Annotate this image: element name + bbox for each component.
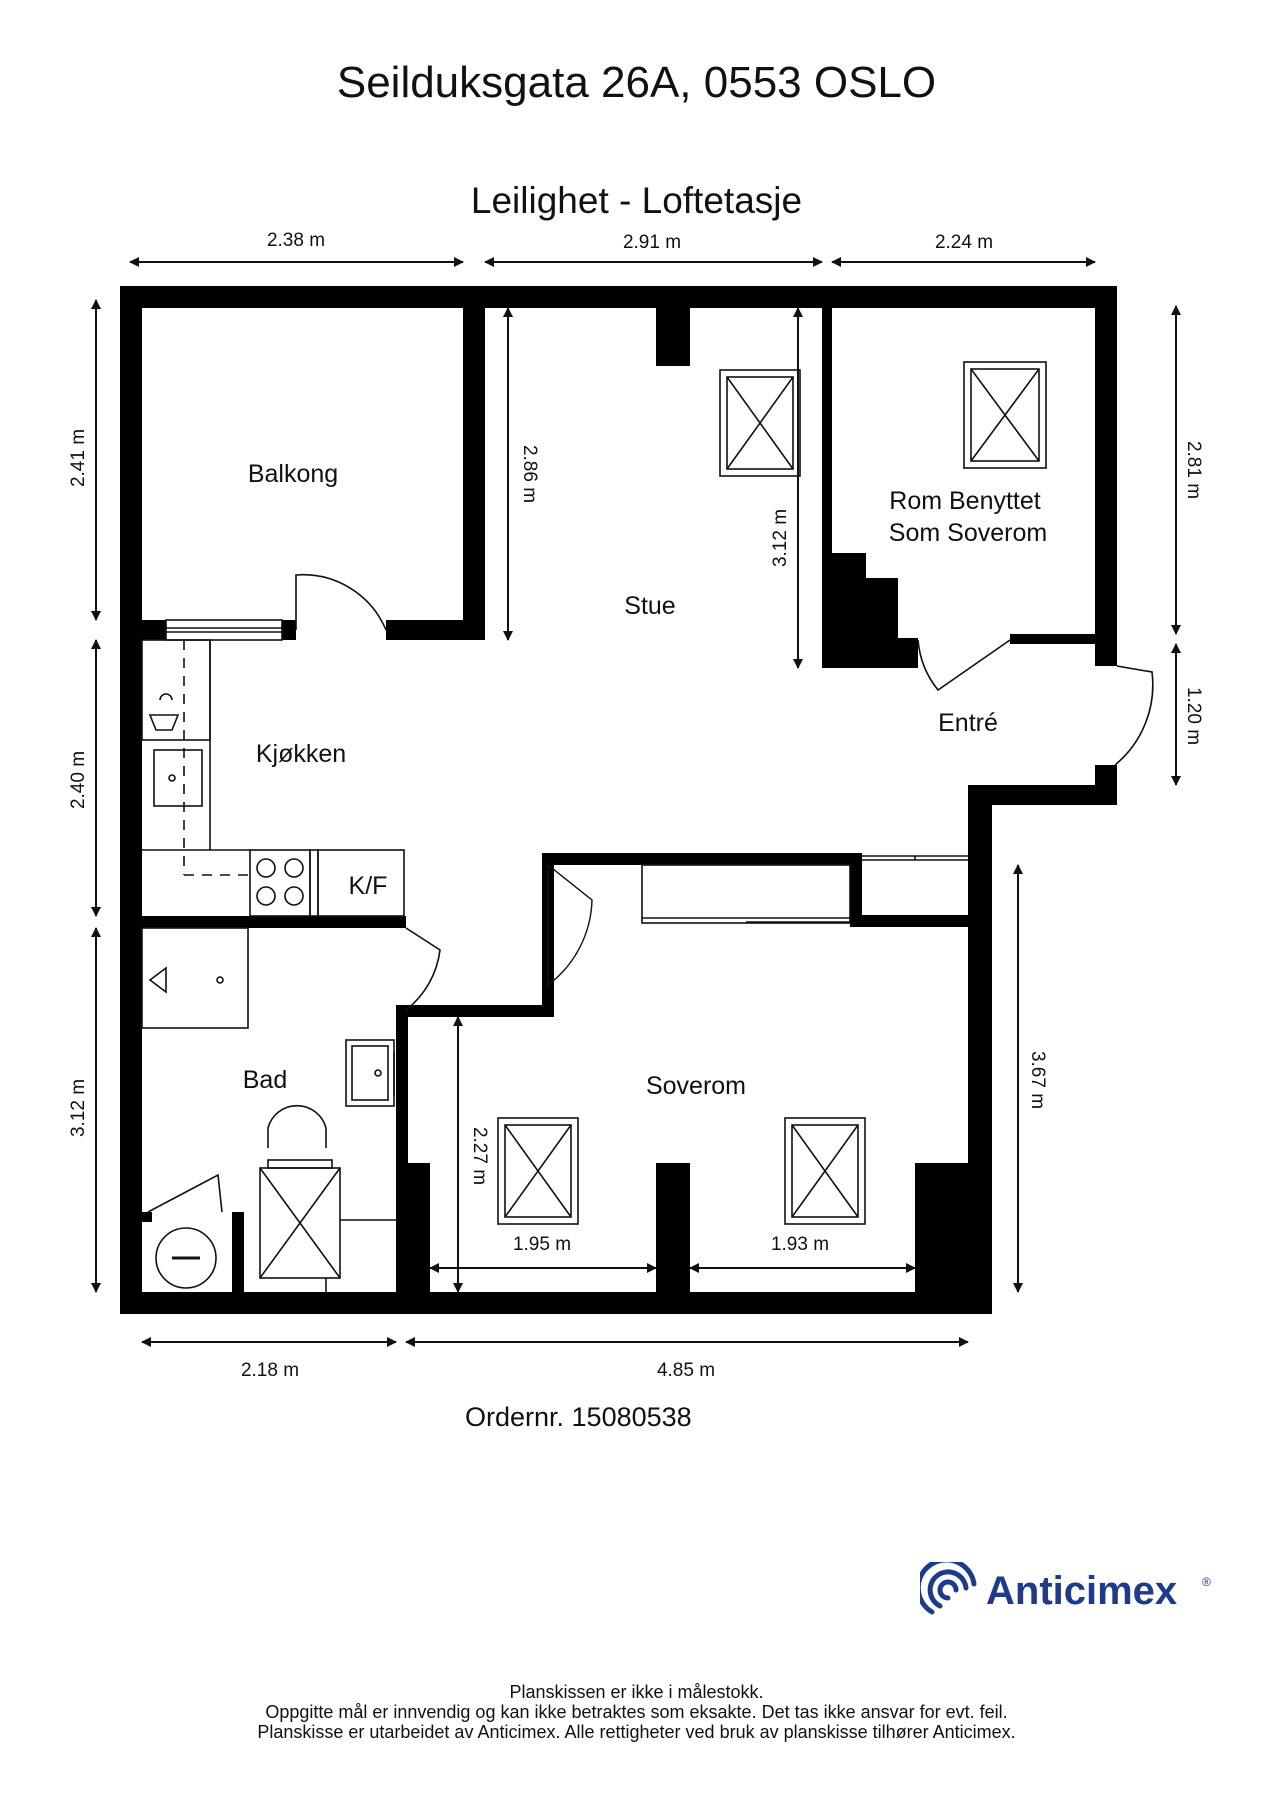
dim-bottom-right: 4.85 m bbox=[657, 1360, 715, 1381]
footer-line-2: Oppgitte mål er innvendig og kan ikke be… bbox=[265, 1702, 1008, 1722]
anticimex-logo: Anticimex ® bbox=[920, 1562, 1211, 1615]
dim-top-left: 2.38 m bbox=[267, 230, 325, 251]
walls bbox=[120, 286, 1117, 1314]
fixtures bbox=[141, 361, 1154, 1292]
footer-line-1: Planskissen er ikke i målestokk. bbox=[509, 1682, 764, 1702]
dim-right-lower: 3.67 m bbox=[1027, 1051, 1048, 1109]
room-label-soverom: Soverom bbox=[646, 1072, 746, 1100]
room-label-rom-line2: Som Soverom bbox=[889, 519, 1047, 547]
page-title: Seilduksgata 26A, 0553 OSLO bbox=[336, 58, 937, 107]
dim-soverom-height: 2.27 m bbox=[469, 1127, 490, 1185]
anticimex-swirl-icon bbox=[920, 1562, 977, 1615]
room-label-kjokken: Kjøkken bbox=[256, 740, 346, 768]
room-label-balkong: Balkong bbox=[248, 460, 338, 488]
dim-stue-depth: 3.12 m bbox=[770, 509, 791, 567]
floor-subtitle: Leilighet - Loftetasje bbox=[470, 180, 803, 221]
dim-top-right: 2.24 m bbox=[935, 232, 993, 253]
dim-stue-height: 2.86 m bbox=[519, 445, 540, 503]
order-number: Ordernr. 15080538 bbox=[465, 1402, 692, 1432]
dim-bottom-left: 2.18 m bbox=[241, 1360, 299, 1381]
footer-disclaimer: Planskissen er ikke i målestokk. Oppgitt… bbox=[0, 1682, 1273, 1742]
logo-registered-mark: ® bbox=[1202, 1575, 1211, 1589]
dim-soverom-window-right: 1.93 m bbox=[771, 1234, 829, 1255]
dim-right-upper: 2.81 m bbox=[1183, 441, 1204, 499]
dim-left-middle: 2.40 m bbox=[68, 751, 89, 809]
dimension-lines bbox=[91, 257, 1181, 1347]
logo-wordmark: Anticimex bbox=[986, 1569, 1177, 1613]
dim-left-lower: 3.12 m bbox=[68, 1079, 89, 1137]
footer-line-3: Planskisse er utarbeidet av Anticimex. A… bbox=[257, 1722, 1016, 1742]
room-label-bad: Bad bbox=[243, 1066, 287, 1094]
dim-soverom-window-left: 1.95 m bbox=[513, 1234, 571, 1255]
dim-left-upper: 2.41 m bbox=[68, 429, 89, 487]
room-label-stue: Stue bbox=[624, 592, 675, 620]
room-label-entre: Entré bbox=[938, 709, 998, 737]
room-label-rom-line1: Rom Benyttet bbox=[889, 487, 1041, 515]
dim-top-middle: 2.91 m bbox=[623, 232, 681, 253]
room-label-kf: K/F bbox=[349, 872, 388, 900]
dim-right-middle: 1.20 m bbox=[1183, 687, 1204, 745]
